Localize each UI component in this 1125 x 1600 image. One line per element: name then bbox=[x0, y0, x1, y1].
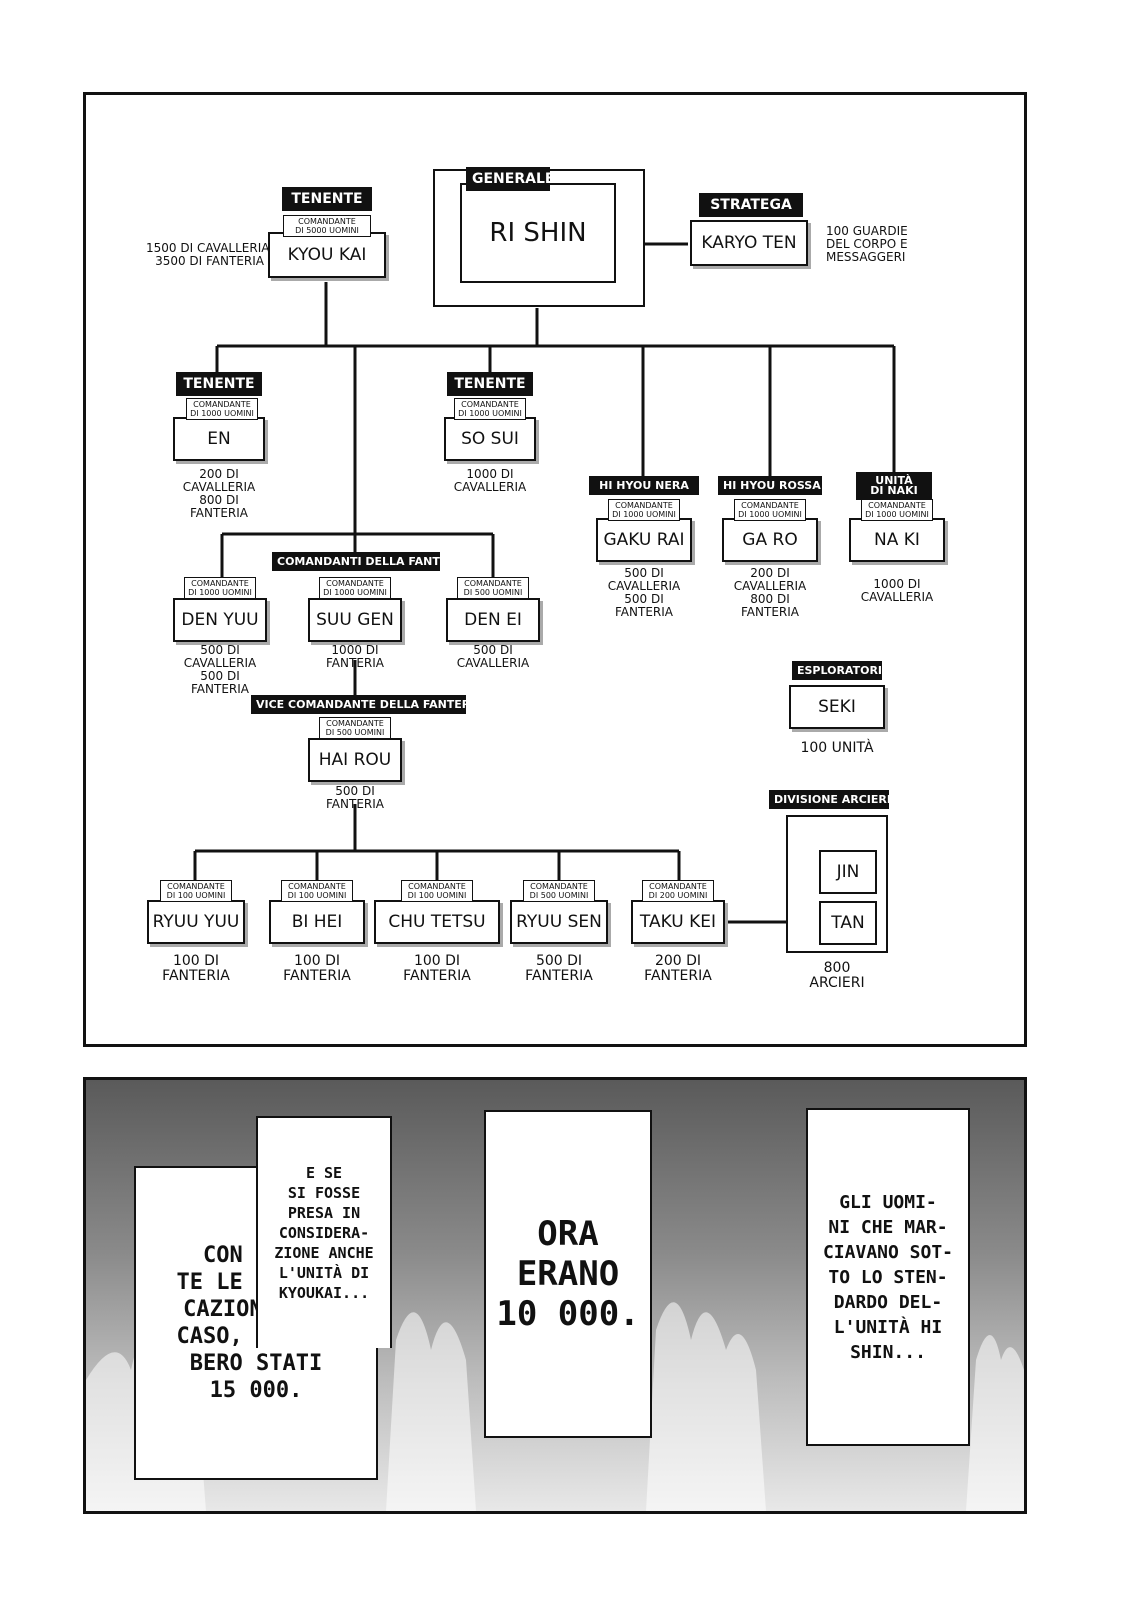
chutetsu-note: 100 DI FANTERIA bbox=[403, 953, 471, 984]
denei-box: DEN EI bbox=[446, 598, 540, 642]
takukei-command: COMANDANTE DI 200 UOMINI bbox=[642, 880, 714, 902]
scouts-note: 100 UNITÀ bbox=[800, 740, 874, 756]
ryuuyuu-name: RYUU YUU bbox=[152, 912, 240, 932]
ryuuyuu-command: COMANDANTE DI 100 UOMINI bbox=[160, 880, 232, 902]
takukei-box: TAKU KEI bbox=[631, 900, 725, 944]
chutetsu-command: COMANDANTE DI 100 UOMINI bbox=[401, 880, 473, 902]
strategist-box: KARYO TEN bbox=[690, 220, 808, 266]
en-box: EN bbox=[173, 417, 265, 461]
caption-center: ORA ERANO 10 000. bbox=[484, 1110, 652, 1438]
naki-note: 1000 DI CAVALLERIA bbox=[860, 577, 934, 604]
kyoukai-note: 1500 DI CAVALLERIA 3500 DI FANTERIA bbox=[146, 241, 270, 268]
caption-right: GLI UOMI- NI CHE MAR- CIAVANO SOT- TO LO… bbox=[806, 1108, 970, 1446]
general-box: RI SHIN bbox=[460, 183, 616, 283]
kyoukai-name: KYOU KAI bbox=[287, 245, 367, 265]
denyuu-command: COMANDANTE DI 1000 UOMINI bbox=[184, 577, 256, 599]
en-name: EN bbox=[207, 429, 231, 449]
sosui-name: SO SUI bbox=[461, 429, 519, 449]
ryuusen-name: RYUU SEN bbox=[516, 912, 602, 932]
archers-member-tan: TAN bbox=[819, 901, 877, 945]
sosui-title: TENENTE bbox=[447, 372, 533, 396]
archers-title: DIVISIONE ARCIERI bbox=[769, 790, 891, 809]
general-name: RI SHIN bbox=[489, 218, 587, 248]
kyoukai-box: KYOU KAI bbox=[268, 232, 386, 278]
naki-command: COMANDANTE DI 1000 UOMINI bbox=[861, 499, 933, 521]
ryuusen-command: COMANDANTE DI 500 UOMINI bbox=[523, 880, 595, 902]
chutetsu-name: CHU TETSU bbox=[388, 912, 486, 932]
sosui-box: SO SUI bbox=[444, 417, 536, 461]
ryuusen-note: 500 DI FANTERIA bbox=[525, 953, 593, 984]
bihei-name: BI HEI bbox=[291, 912, 343, 932]
gakurai-name: GAKU RAI bbox=[603, 530, 685, 550]
gakurai-command: COMANDANTE DI 1000 UOMINI bbox=[608, 499, 680, 521]
gakurai-title: HI HYOU NERA bbox=[589, 476, 699, 495]
strategist-name: KARYO TEN bbox=[701, 233, 797, 253]
vice-note: 500 DI FANTERIA bbox=[326, 784, 384, 811]
bihei-box: BI HEI bbox=[269, 900, 365, 944]
denei-name: DEN EI bbox=[464, 610, 522, 630]
naki-title: UNITÀ DI NAKI bbox=[856, 472, 932, 500]
gakurai-note: 500 DI CAVALLERIA 500 DI FANTERIA bbox=[607, 566, 681, 619]
kyoukai-title: TENENTE bbox=[282, 187, 372, 211]
en-note: 200 DI CAVALLERIA 800 DI FANTERIA bbox=[182, 467, 256, 520]
vice-command: COMANDANTE DI 500 UOMINI bbox=[319, 717, 391, 739]
bihei-note: 100 DI FANTERIA bbox=[283, 953, 351, 984]
denyuu-box: DEN YUU bbox=[173, 598, 267, 642]
ryuuyuu-box: RYUU YUU bbox=[147, 900, 245, 944]
archers-member-tan-name: TAN bbox=[831, 913, 865, 933]
kyoukai-command: COMANDANTE DI 5000 UOMINI bbox=[283, 215, 371, 237]
suugen-name: SUU GEN bbox=[316, 610, 394, 630]
archers-member-jin: JIN bbox=[819, 850, 877, 894]
denyuu-note: 500 DI CAVALLERIA 500 DI FANTERIA bbox=[183, 643, 257, 696]
archers-member-jin-name: JIN bbox=[836, 862, 860, 882]
takukei-note: 200 DI FANTERIA bbox=[644, 953, 712, 984]
gakurai-box: GAKU RAI bbox=[596, 518, 692, 562]
denyuu-name: DEN YUU bbox=[181, 610, 259, 630]
vice-box: HAI ROU bbox=[308, 738, 402, 782]
chutetsu-box: CHU TETSU bbox=[374, 900, 500, 944]
garo-note: 200 DI CAVALLERIA 800 DI FANTERIA bbox=[733, 566, 807, 619]
general-title: GENERALE bbox=[466, 167, 554, 191]
denei-note: 500 DI CAVALLERIA bbox=[456, 643, 530, 670]
scouts-title: ESPLORATORI bbox=[792, 661, 882, 680]
garo-box: GA RO bbox=[722, 518, 818, 562]
bihei-command: COMANDANTE DI 100 UOMINI bbox=[281, 880, 353, 902]
scouts-name: SEKI bbox=[818, 697, 856, 717]
suugen-box: SUU GEN bbox=[308, 598, 402, 642]
en-command: COMANDANTE DI 1000 UOMINI bbox=[186, 398, 258, 420]
naki-name: NA KI bbox=[874, 530, 920, 550]
denei-command: COMANDANTE DI 500 UOMINI bbox=[457, 577, 529, 599]
sosui-command: COMANDANTE DI 1000 UOMINI bbox=[454, 398, 526, 420]
vice-title: VICE COMANDANTE DELLA FANTERIA bbox=[251, 695, 483, 714]
en-title: TENENTE bbox=[176, 372, 262, 396]
infantry-commanders-title: COMANDANTI DELLA FANTERIA bbox=[272, 552, 468, 571]
sosui-note: 1000 DI CAVALLERIA bbox=[453, 467, 527, 494]
vice-name: HAI ROU bbox=[318, 750, 392, 770]
narration-panel: CON TUT- TE LE IMPLI- CAZIONI DEL CASO, … bbox=[83, 1077, 1027, 1514]
archers-note: 800 ARCIERI bbox=[809, 960, 865, 991]
garo-title: HI HYOU ROSSA bbox=[718, 476, 822, 495]
ryuusen-box: RYUU SEN bbox=[510, 900, 608, 944]
ryuuyuu-note: 100 DI FANTERIA bbox=[162, 953, 230, 984]
suugen-note: 1000 DI FANTERIA bbox=[326, 643, 384, 670]
garo-name: GA RO bbox=[742, 530, 798, 550]
strategist-note: 100 GUARDIE DEL CORPO E MESSAGGERI bbox=[826, 224, 908, 264]
naki-box: NA KI bbox=[849, 518, 945, 562]
suugen-command: COMANDANTE DI 1000 UOMINI bbox=[319, 577, 391, 599]
takukei-name: TAKU KEI bbox=[639, 912, 717, 932]
org-chart-panel: RI SHIN GENERALE STRATEGA KARYO TEN 100 … bbox=[83, 92, 1027, 1047]
scouts-box: SEKI bbox=[789, 685, 885, 729]
strategist-title: STRATEGA bbox=[699, 193, 803, 217]
caption-left-top: E SE SI FOSSE PRESA IN CONSIDERA- ZIONE … bbox=[256, 1116, 392, 1348]
garo-command: COMANDANTE DI 1000 UOMINI bbox=[734, 499, 806, 521]
